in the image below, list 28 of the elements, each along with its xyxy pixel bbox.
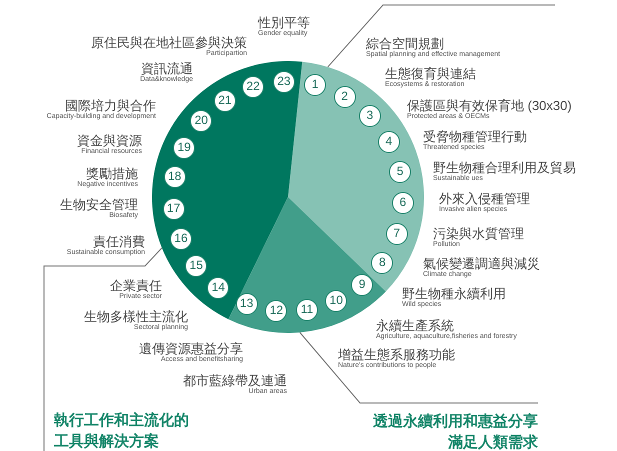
- target-label: 原住民與在地社區參與決策: [91, 35, 247, 50]
- target-label: 野生物種永續利用: [402, 286, 506, 301]
- target-label: 資金與資源: [77, 133, 142, 148]
- target-label: 遺傳資源惠益分享: [139, 341, 243, 356]
- target-label: 受脅物種管理行動: [423, 129, 527, 144]
- target-label: 責任消費: [93, 234, 145, 249]
- target-label: 野生物種合理利用及貿易: [433, 160, 576, 175]
- target-label: 獎勵措施: [86, 166, 138, 181]
- target-label: 企業責任: [110, 278, 162, 293]
- leader-line: [44, 247, 162, 451]
- target-label: 生態復育與連結: [385, 66, 476, 81]
- target-label: 生物安全管理: [60, 197, 138, 212]
- target-label: 保護區與有效保育地 (30x30): [407, 98, 572, 113]
- group-heading: 執行工作和主流化的工具與解決方案: [54, 410, 194, 451]
- target-label: 氣候變遷調適與減災: [423, 256, 540, 271]
- target-label: 永續生產系統: [376, 318, 454, 333]
- target-label: 增益生態系服務功能: [338, 347, 455, 362]
- target-label: 外來入侵種管理: [439, 191, 530, 206]
- target-label: 污染與水質管理: [433, 226, 524, 241]
- target-label: 性別平等: [258, 15, 310, 30]
- target-label: 都市藍綠帶及連通: [183, 373, 287, 388]
- group-heading: 透過永續利用和惠益分享滿足人類需求: [366, 411, 538, 451]
- leader-line: [327, 4, 556, 68]
- target-label: 國際培力與合作: [65, 98, 156, 113]
- target-label: 生物多樣性主流化: [84, 309, 188, 324]
- leader-line: [299, 332, 538, 404]
- target-label: 資訊流通: [141, 61, 193, 76]
- target-label: 綜合空間規劃: [366, 36, 444, 51]
